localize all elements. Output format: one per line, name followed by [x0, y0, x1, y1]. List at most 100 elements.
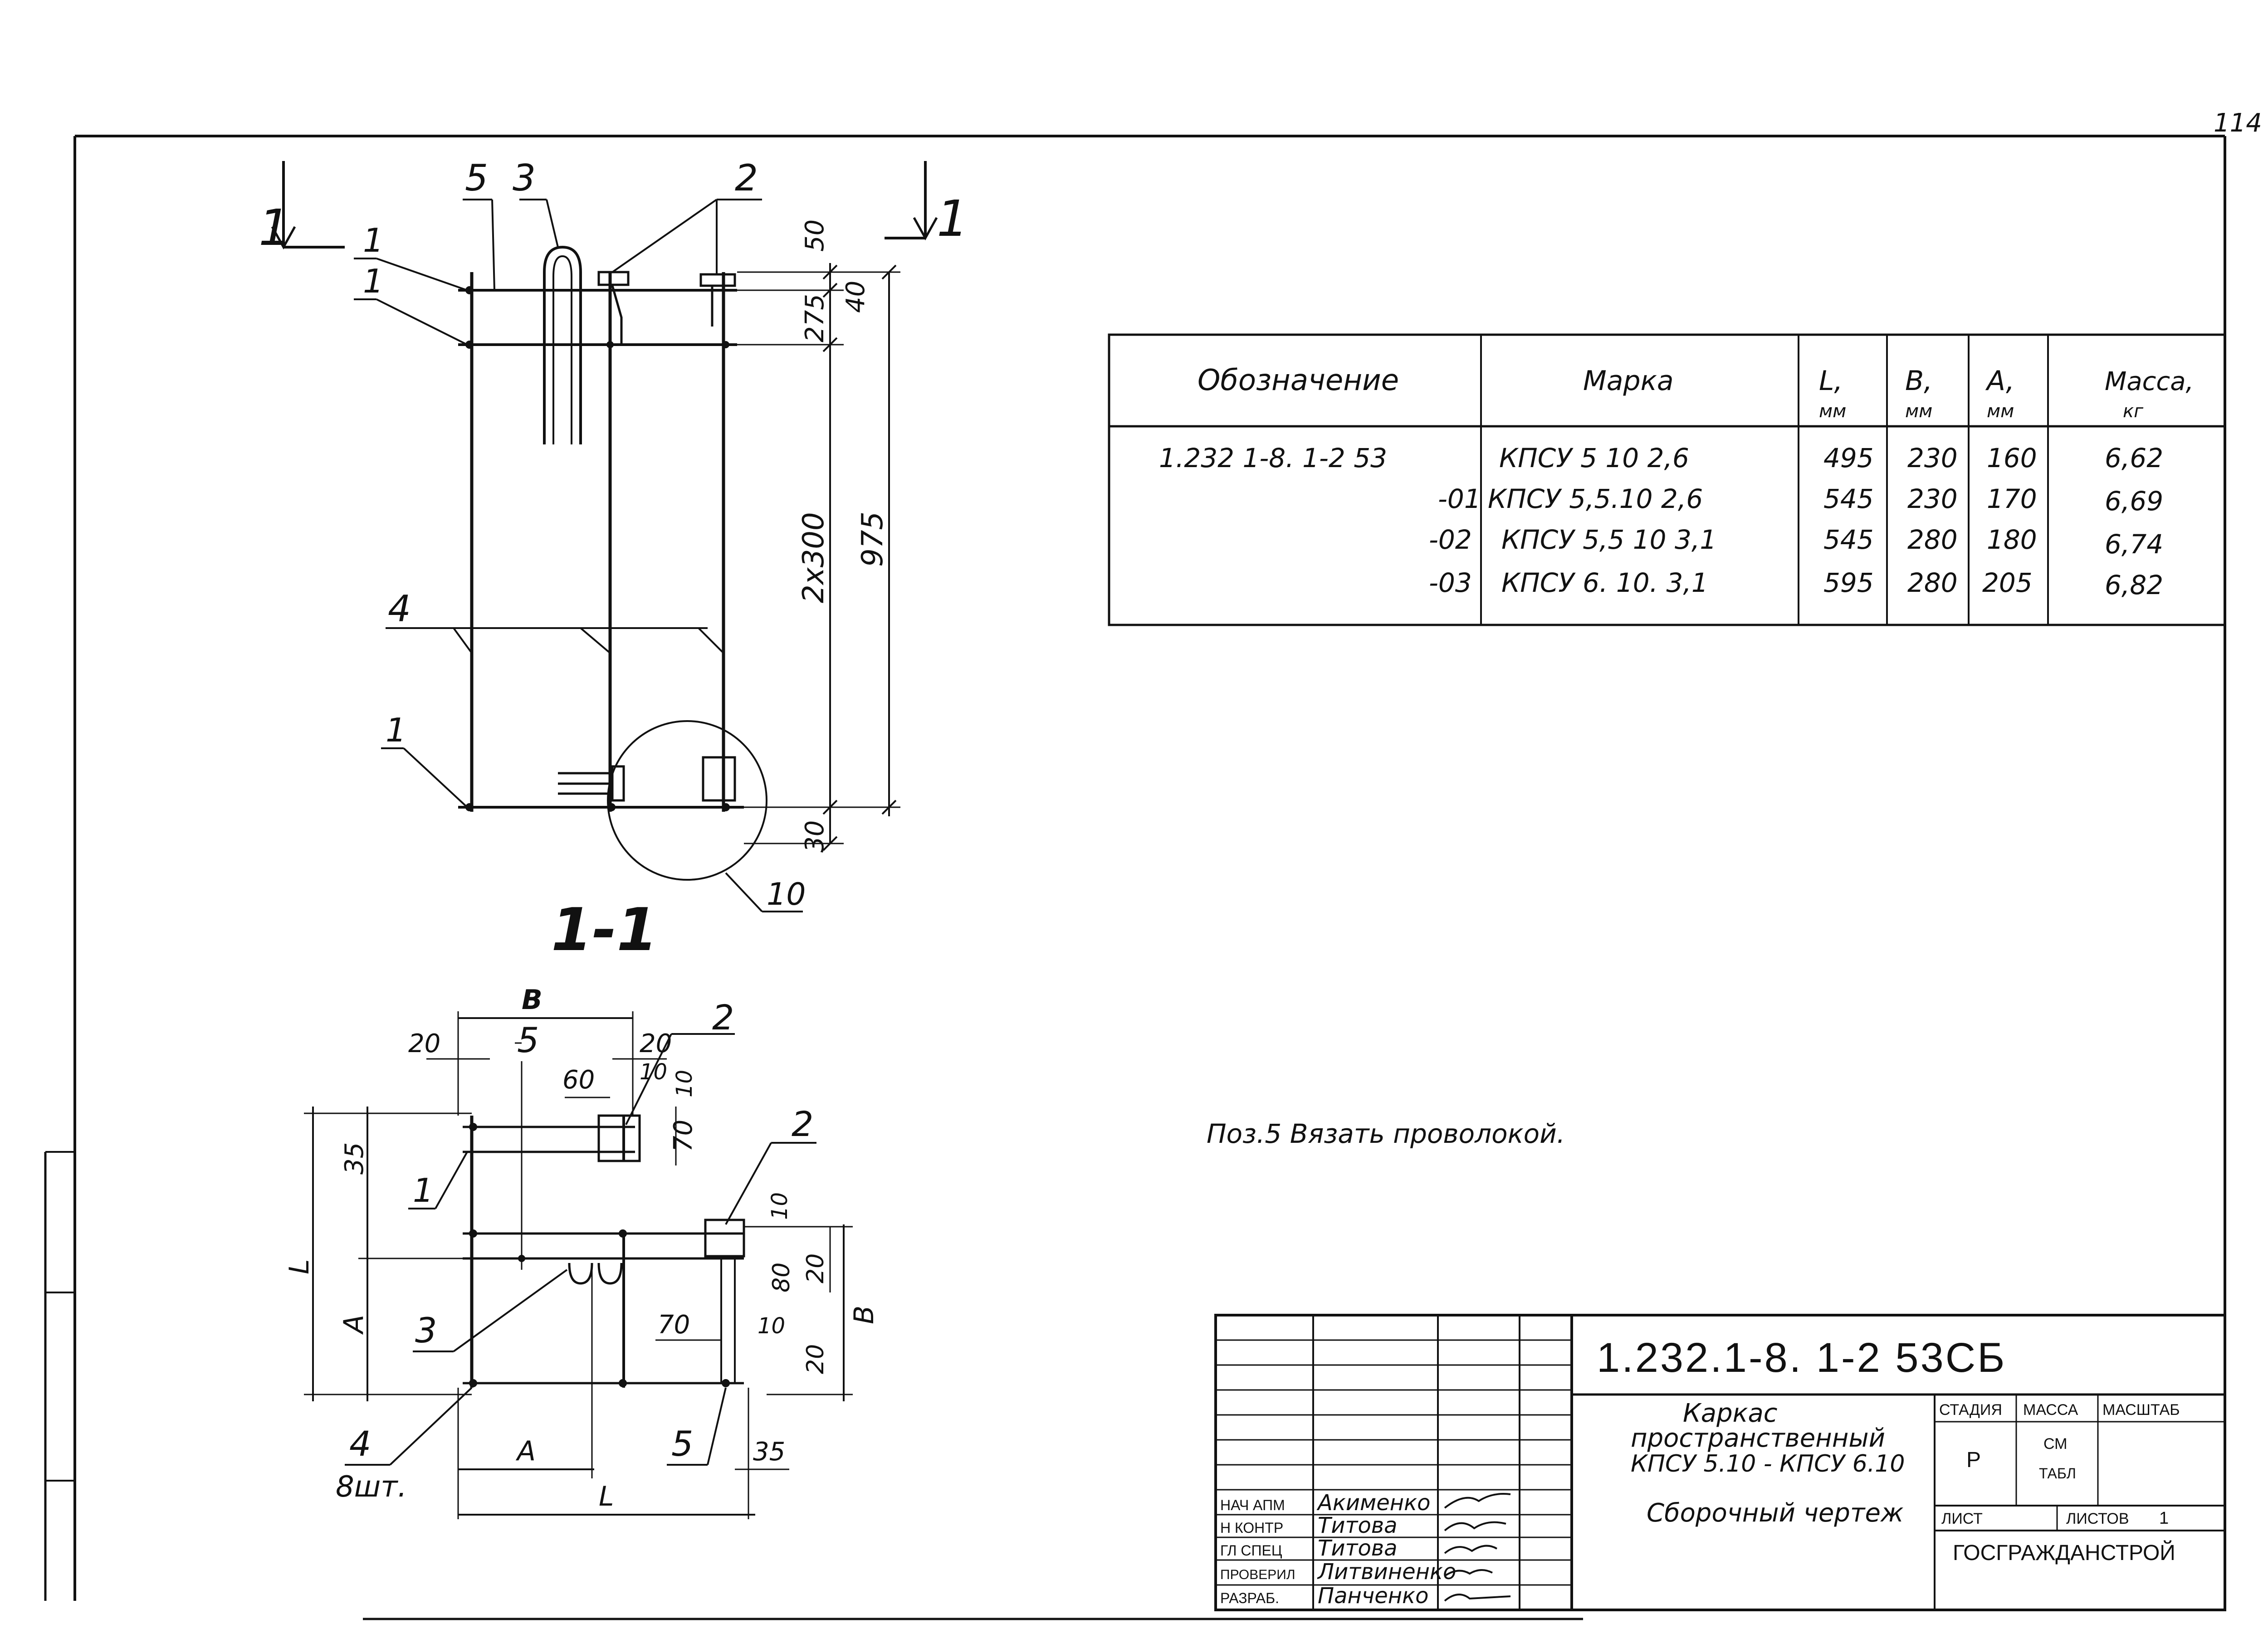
role-label: НАЧ АПМ — [1220, 1497, 1285, 1513]
signature-icon — [1444, 1569, 1493, 1577]
callout-1-b: 1 — [363, 262, 384, 300]
cell-designation: -02 — [1429, 524, 1472, 555]
dim-L-bottom: L — [599, 1481, 614, 1512]
role-row: Н КОНТР Титова — [1220, 1513, 1506, 1538]
drawing-frame — [44, 135, 2226, 1620]
organization: ГОСГРАЖДАНСТРОЙ — [1953, 1540, 2175, 1565]
stage-label: СТАДИЯ — [1939, 1401, 2002, 1419]
table-row: -02 КПСУ 5,5 10 3,1 545 280 180 6,74 — [1429, 524, 2163, 560]
dim-10a: 10 — [640, 1059, 667, 1085]
elevation-view: 1 1 — [259, 157, 968, 964]
role-name: Титова — [1318, 1513, 1398, 1538]
callout-2-sec-b: 2 — [792, 1104, 813, 1144]
cell-designation: -03 — [1429, 567, 1472, 598]
title-name-3: КПСУ 5.10 - КПСУ 6.10 — [1631, 1450, 1905, 1477]
role-row: НАЧ АПМ Акименко — [1220, 1490, 1511, 1516]
dim-10d: 10 — [758, 1313, 785, 1339]
cell-mass: 6,69 — [2105, 486, 2163, 517]
cell-A: 205 — [1982, 567, 2033, 598]
cell-B: 230 — [1907, 443, 1958, 473]
cell-B: 230 — [1907, 483, 1958, 514]
table-row: -01 КПСУ 5,5.10 2,6 545 230 170 6,69 — [1438, 483, 2163, 517]
dim-50: 50 — [800, 219, 830, 252]
signature-icon — [1444, 1545, 1498, 1554]
cell-mark: КПСУ 5,5 10 3,1 — [1501, 524, 1716, 555]
cell-A: 180 — [1987, 524, 2037, 555]
dim-20c: 20 — [802, 1253, 829, 1283]
callout-2-sec-a: 2 — [712, 997, 734, 1038]
header-A: A, — [1985, 365, 2014, 397]
cell-mark: КПСУ 5 10 2,6 — [1499, 443, 1689, 473]
dim-80: 80 — [768, 1263, 795, 1292]
cell-mass: 6,74 — [2105, 529, 2163, 560]
callout-3-sec: 3 — [415, 1310, 437, 1351]
cell-mass: 6,62 — [2105, 443, 2163, 473]
role-label: Н КОНТР — [1220, 1520, 1283, 1536]
dim-275: 275 — [800, 294, 830, 342]
cell-designation: 1.232 1-8. 1-2 53 — [1159, 443, 1387, 473]
dim-20d: 20 — [802, 1344, 829, 1374]
page-number: 114 — [2214, 108, 2262, 138]
header-B-unit: мм — [1905, 401, 1932, 422]
callout-1-a: 1 — [363, 221, 384, 259]
cell-A: 170 — [1987, 483, 2037, 514]
dim-20a: 20 — [408, 1029, 440, 1058]
cell-L: 595 — [1823, 567, 1874, 598]
signature-icon — [1444, 1521, 1506, 1531]
cell-L: 545 — [1823, 483, 1874, 514]
header-L: L, — [1819, 365, 1843, 397]
header-mark: Марка — [1583, 365, 1674, 397]
dim-10c: 10 — [767, 1192, 792, 1220]
callout-5-sec-b: 5 — [671, 1424, 693, 1464]
header-mass: Масса, — [2105, 367, 2194, 396]
spec-table: Обозначение Марка L, мм B, мм A, мм Масс… — [1108, 333, 2226, 626]
dim-35a: 35 — [340, 1142, 369, 1175]
role-row: РАЗРАБ. Панченко — [1220, 1583, 1511, 1609]
cell-B: 280 — [1907, 567, 1958, 598]
section-label-right: 1 — [937, 190, 968, 248]
header-A-unit: мм — [1987, 401, 2014, 422]
sheets-value: 1 — [2159, 1509, 2169, 1528]
signature-icon — [1444, 1493, 1511, 1509]
dim-40: 40 — [841, 281, 870, 313]
dim-2x300: 2x300 — [797, 512, 831, 603]
role-row: ГЛ СПЕЦ Титова — [1220, 1536, 1498, 1561]
cell-designation: -01 — [1438, 483, 1481, 514]
title-block: 1.232.1-8. 1-2 53СБ Каркас пространствен… — [1214, 1314, 2226, 1611]
title-name-1: Каркас — [1683, 1399, 1778, 1428]
cell-B: 280 — [1907, 524, 1958, 555]
cell-L: 545 — [1823, 524, 1874, 555]
header-L-unit: мм — [1819, 401, 1846, 422]
mass-value-1: СМ — [2043, 1435, 2068, 1453]
callout-3-top: 3 — [513, 157, 536, 199]
role-name: Литвиненко — [1317, 1559, 1456, 1585]
dim-60: 60 — [562, 1065, 595, 1095]
cell-L: 495 — [1823, 443, 1874, 473]
scale-label: МАСШТАБ — [2102, 1401, 2180, 1419]
role-name: Титова — [1318, 1536, 1398, 1561]
header-mass-unit: кг — [2123, 401, 2144, 422]
role-name: Акименко — [1316, 1490, 1431, 1516]
dim-70b: 70 — [658, 1310, 690, 1340]
cell-mark: КПСУ 6. 10. 3,1 — [1501, 567, 1708, 598]
section-marker-left: 1 — [259, 161, 345, 257]
sheets-label: ЛИСТОВ — [2066, 1510, 2129, 1527]
dim-A-left: A — [338, 1315, 370, 1335]
role-label: ГЛ СПЕЦ — [1220, 1542, 1282, 1559]
callout-5-top: 5 — [465, 157, 488, 199]
signature-icon — [1444, 1594, 1511, 1602]
dim-35b: 35 — [753, 1437, 785, 1467]
dim-A-bottom: A — [515, 1435, 536, 1467]
mass-value-2: ТАБЛ — [2039, 1465, 2076, 1482]
dim-70a: 70 — [669, 1120, 698, 1152]
count-note: 8шт. — [336, 1470, 407, 1504]
doc-code: 1.232.1-8. 1-2 53СБ — [1597, 1335, 2007, 1381]
dim-975: 975 — [856, 512, 890, 567]
cell-A: 160 — [1987, 443, 2037, 473]
section-view: B 20 60 20 10 10 70 5 2 2 1 3 4 8шт. 5 — [284, 984, 880, 1519]
cell-mark: КПСУ 5,5.10 2,6 — [1488, 483, 1703, 514]
stage-value: Р — [1966, 1448, 1981, 1472]
header-designation: Обозначение — [1198, 364, 1399, 397]
title-name-2: пространственный — [1631, 1424, 1885, 1453]
